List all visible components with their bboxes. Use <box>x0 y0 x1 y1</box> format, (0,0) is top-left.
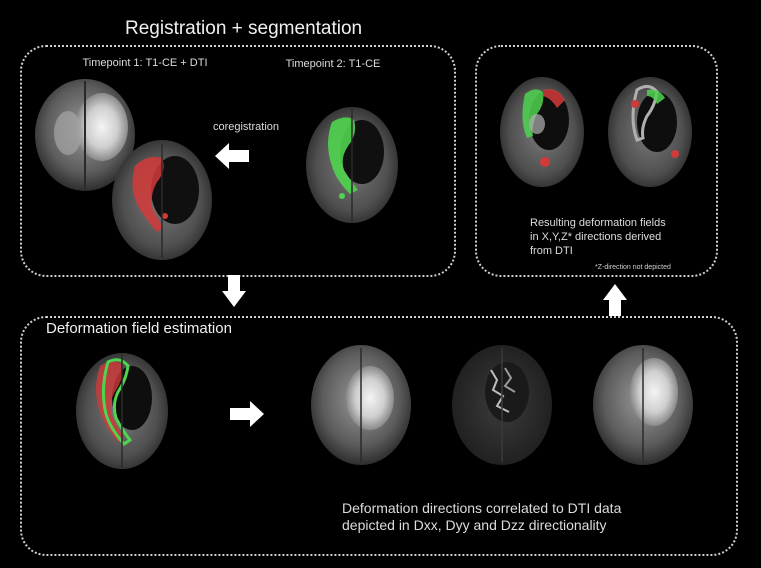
timepoint2-t1ce-brain-image <box>306 107 398 223</box>
deformation-caption-line2: depicted in Dxx, Dyy and Dzz directional… <box>342 517 607 533</box>
dxx-dti-brain-image <box>311 345 411 465</box>
timepoint1-t1ce-brain-image <box>112 140 212 260</box>
result-caption-line2: in X,Y,Z* directions derived <box>530 231 662 243</box>
deformation-panel <box>20 316 738 556</box>
result-panel <box>475 45 718 277</box>
timepoint2-label: Timepoint 2: T1-CE <box>285 58 381 70</box>
arrow-right-icon <box>230 401 264 427</box>
arrow-down-icon <box>222 275 246 307</box>
result-caption-line1: Resulting deformation fields <box>530 217 666 229</box>
coregistration-label: coregistration <box>212 121 280 133</box>
result-deformation-x-image <box>500 77 584 187</box>
deformation-title: Deformation field estimation <box>46 320 232 337</box>
result-caption-line3: from DTI <box>530 245 573 257</box>
result-footnote: *Z-direction not depicted <box>595 264 671 271</box>
arrow-left-icon <box>215 143 249 169</box>
dyy-dti-brain-image <box>452 345 552 465</box>
dzz-dti-brain-image <box>593 345 693 465</box>
overlay-segmentation-brain-image <box>76 353 168 469</box>
registration-title: Registration + segmentation <box>125 18 363 39</box>
arrow-up-icon <box>603 284 627 316</box>
result-deformation-y-image <box>608 77 692 187</box>
deformation-caption-line1: Deformation directions correlated to DTI… <box>342 500 622 516</box>
timepoint1-dti-brain-image <box>35 79 135 191</box>
timepoint1-label: Timepoint 1: T1-CE + DTI <box>82 57 208 69</box>
